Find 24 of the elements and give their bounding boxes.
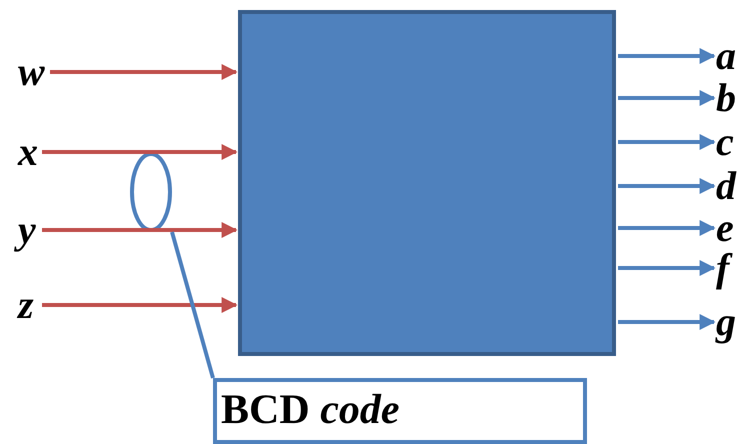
output-label: b xyxy=(716,78,739,118)
output-label: d xyxy=(716,166,739,206)
output-label: a xyxy=(716,36,739,76)
arrow xyxy=(618,178,716,194)
output-label: c xyxy=(716,122,739,162)
input-label: w xyxy=(18,52,48,92)
arrow xyxy=(618,260,716,276)
input-label: z xyxy=(18,285,40,325)
output-label: g xyxy=(716,302,739,342)
arrow xyxy=(42,144,238,160)
arrow xyxy=(42,297,238,313)
output-label: f xyxy=(716,248,739,288)
output-label: e xyxy=(716,208,739,248)
arrow xyxy=(618,134,716,150)
decoder-block xyxy=(238,10,616,356)
arrow xyxy=(618,314,716,330)
arrow xyxy=(618,90,716,106)
leader-line xyxy=(170,231,215,379)
arrow xyxy=(618,220,716,236)
arrow xyxy=(50,64,238,80)
caption-box: BCD code xyxy=(213,378,587,444)
arrow xyxy=(42,222,238,238)
input-label: x xyxy=(18,132,40,172)
arrow xyxy=(618,48,716,64)
